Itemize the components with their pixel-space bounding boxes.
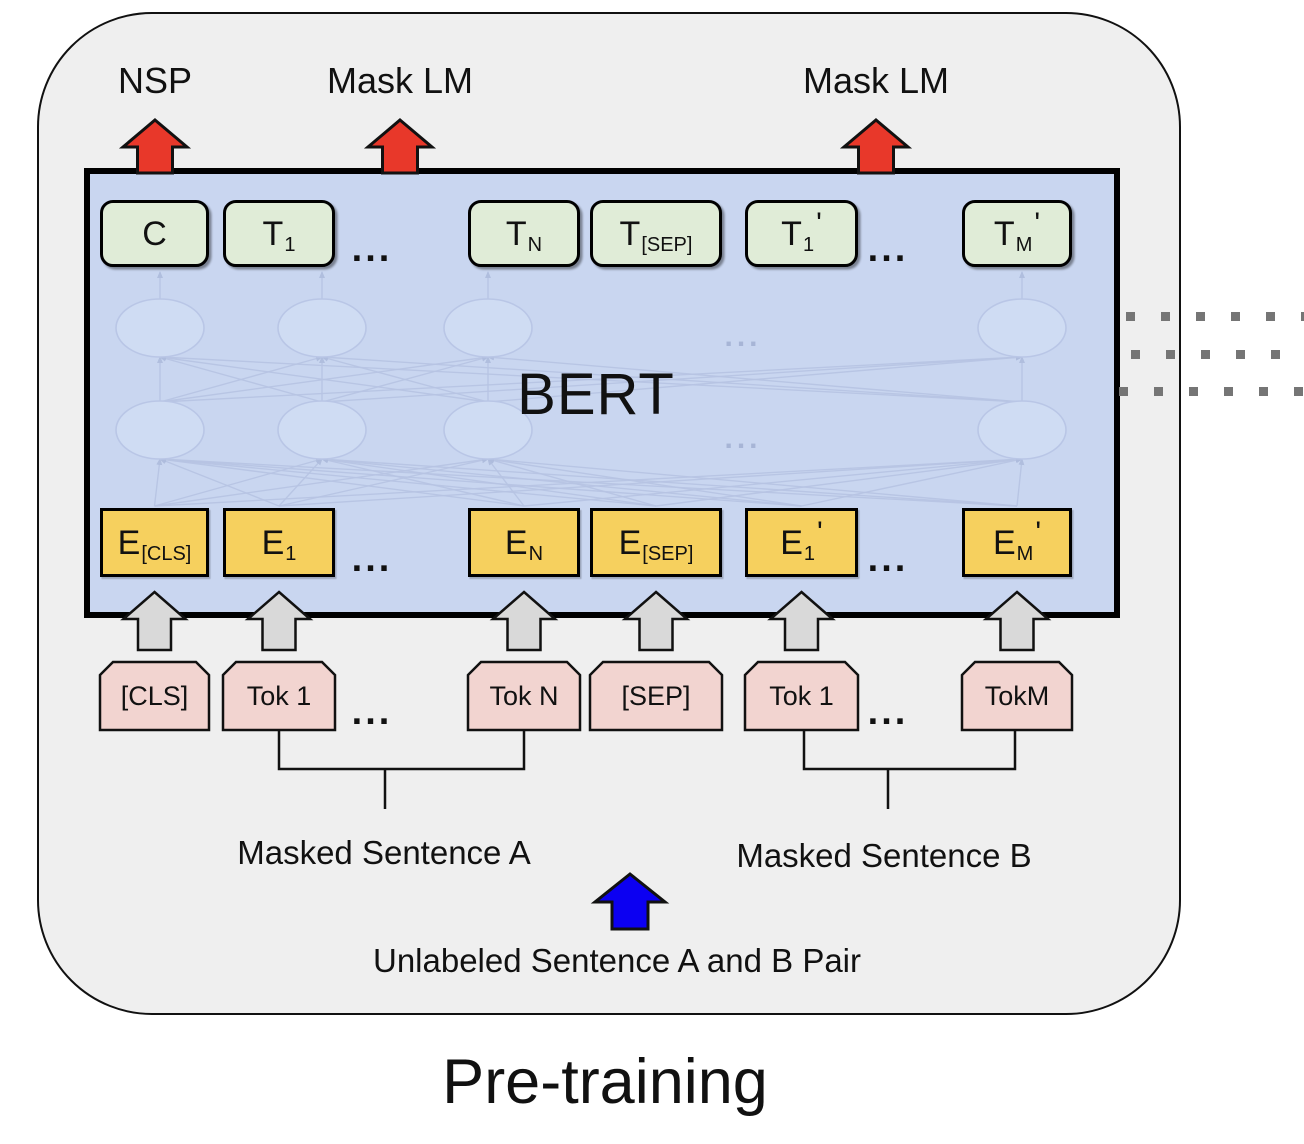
output-box-subscript: 1: [284, 233, 296, 256]
nsp-label: NSP: [117, 60, 193, 101]
output-box-text: T: [993, 214, 1015, 253]
token-box-label: [CLS]: [120, 680, 189, 711]
token-ellipsis: ...: [867, 691, 909, 733]
continuation-dot: [1189, 387, 1198, 396]
token-box-label: Tok N: [489, 680, 559, 711]
embedding-box-subscript: 1: [285, 542, 297, 565]
token-box-label: TokM: [984, 680, 1050, 711]
masked-sentence-a-label: Masked Sentence A: [237, 834, 531, 871]
continuation-dot: [1259, 387, 1268, 396]
embedding-box-text: E: [618, 523, 642, 562]
output-box-text: T: [619, 214, 641, 253]
token-ellipsis: ...: [351, 691, 393, 733]
embedding-box-text: E: [504, 523, 528, 562]
embedding-box-text: E: [117, 523, 141, 562]
embedding-box: E[CLS]: [100, 508, 209, 577]
masked-sentence-b-label: Masked Sentence B: [736, 837, 1032, 874]
embedding-box-text: E: [780, 523, 803, 562]
continuation-dot: [1224, 387, 1233, 396]
output-box-text: C: [142, 214, 167, 253]
embedding-box-subscript: [SEP]: [642, 542, 694, 565]
mask-lm-label: Mask LM: [326, 60, 474, 101]
output-box-text: T: [781, 214, 802, 253]
embedding-box-prime: ': [817, 515, 823, 549]
output-box-text: T: [262, 214, 284, 253]
embedding-box-subscript: N: [528, 542, 544, 565]
output-box-text: T: [505, 214, 527, 253]
continuation-dot: [1231, 312, 1240, 321]
embedding-box-text: E: [261, 523, 285, 562]
bert-label: BERT: [517, 362, 675, 427]
bert-inner-ellipsis: ...: [724, 422, 762, 455]
token-box-label: [SEP]: [621, 680, 691, 711]
token-box-label: Tok 1: [769, 680, 834, 711]
output-box: C: [100, 200, 209, 267]
embedding-box-prime: ': [1035, 515, 1042, 549]
continuation-dot: [1236, 350, 1245, 359]
mask-lm-label: Mask LM: [802, 60, 950, 101]
continuation-dot: [1294, 387, 1303, 396]
token-box-label: Tok 1: [246, 680, 312, 711]
continuation-dot: [1271, 350, 1280, 359]
output-box-subscript: [SEP]: [641, 233, 693, 256]
embedding-box: E[SEP]: [590, 508, 722, 577]
unlabeled-pair-label: Unlabeled Sentence A and B Pair: [372, 942, 862, 979]
output-box-prime: ': [1034, 206, 1041, 240]
embedding-box-ellipsis: ...: [867, 538, 909, 580]
bert-inner-ellipsis: ...: [724, 320, 762, 353]
continuation-dot: [1196, 312, 1205, 321]
output-box-subscript: N: [527, 233, 543, 256]
embedding-box-subscript: [CLS]: [141, 542, 192, 565]
output-box-prime: ': [816, 206, 822, 240]
embedding-box-subscript: M: [1016, 542, 1034, 565]
embedding-box-text: E: [992, 523, 1016, 562]
page-title: Pre-training: [442, 1047, 768, 1117]
continuation-dot: [1201, 350, 1210, 359]
output-box-ellipsis: ...: [867, 228, 909, 270]
output-box: T[SEP]: [590, 200, 722, 267]
embedding-box-ellipsis: ...: [351, 538, 393, 580]
output-box-ellipsis: ...: [351, 228, 393, 270]
output-box-subscript: 1: [802, 233, 815, 256]
embedding-box-subscript: 1: [803, 542, 816, 565]
continuation-dot: [1266, 312, 1275, 321]
output-box-subscript: M: [1015, 233, 1033, 256]
